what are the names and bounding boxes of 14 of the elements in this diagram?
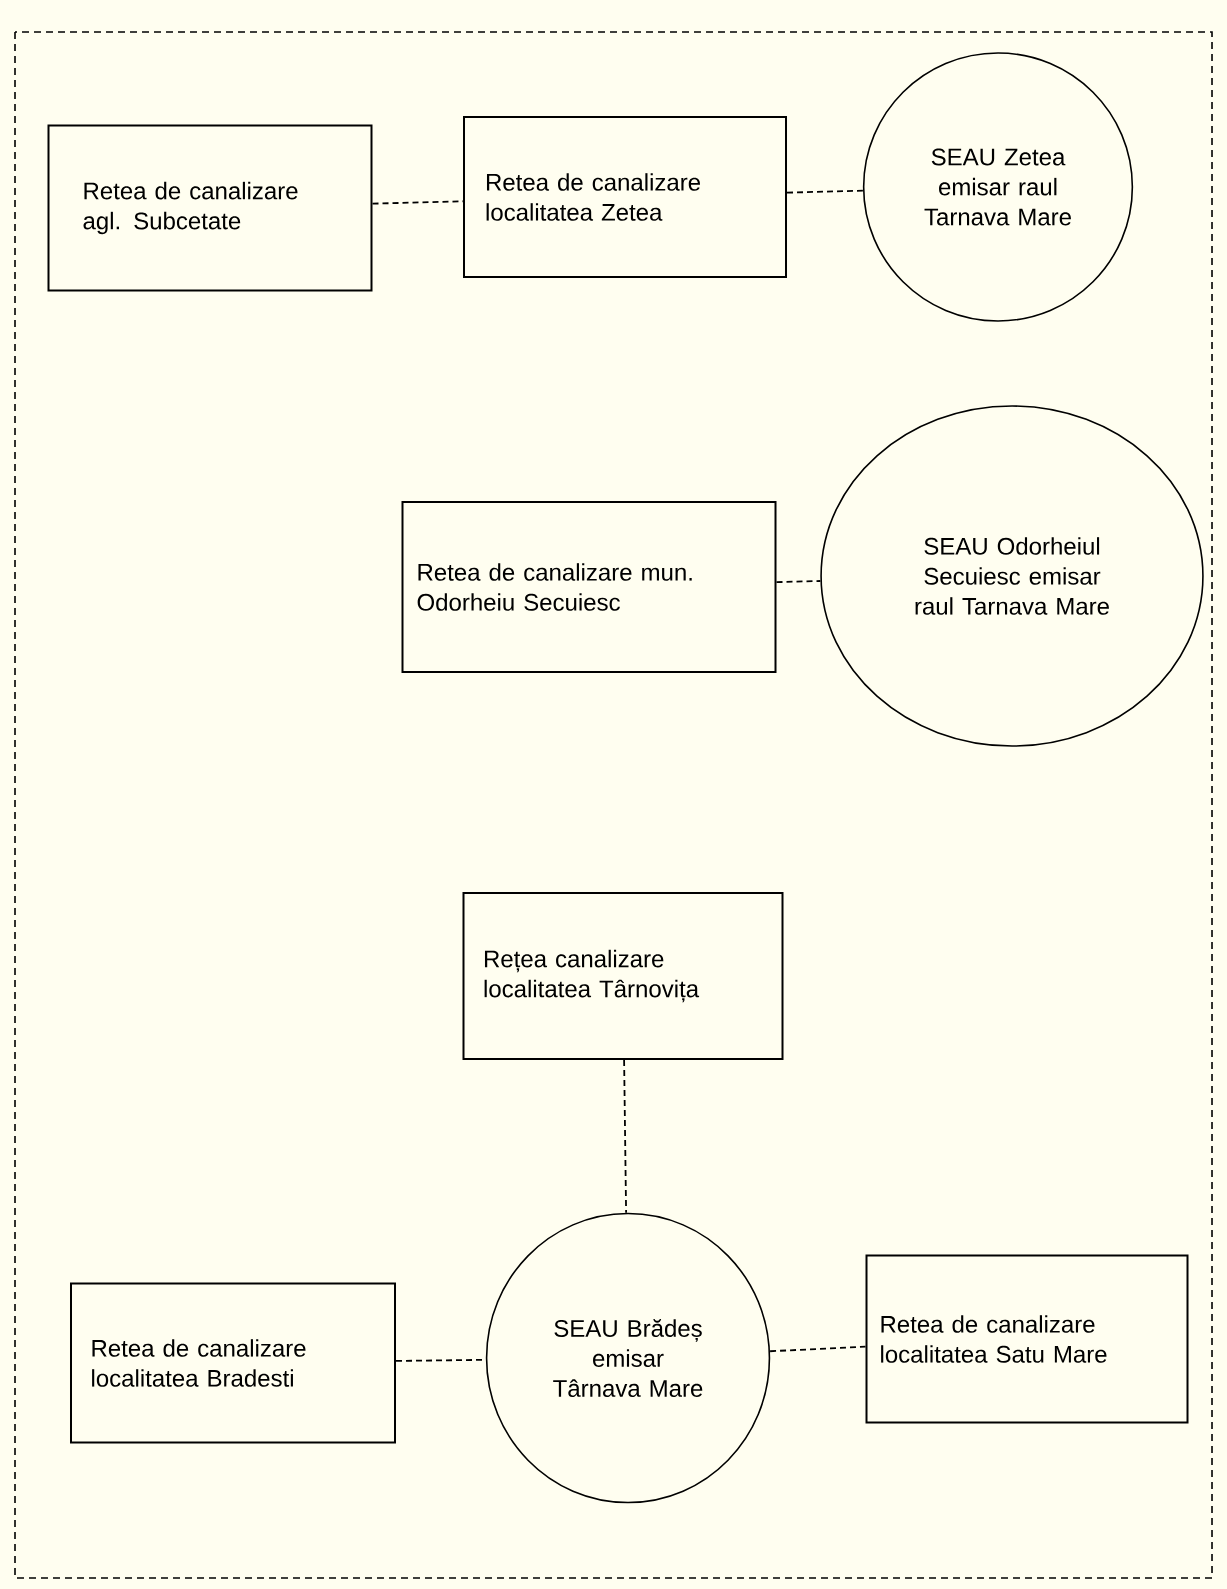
circle-node: SEAU Zetea emisar raul Tarnava Mare <box>862 52 1134 322</box>
circle-node: SEAU Odorheiul Secuiesc emisar raul Tarnava Mare <box>820 405 1204 747</box>
process-box: Retea de canalizare localitatea Bradesti <box>70 1282 396 1444</box>
process-box: Rețea canalizare localitatea Târnovița <box>462 892 784 1060</box>
connector-line <box>786 189 864 194</box>
process-box: Retea de canalizare localitatea Satu Mare <box>865 1254 1189 1424</box>
connector-line <box>775 580 822 584</box>
process-box: Retea de canalizare agl. Subcetate <box>47 124 373 292</box>
connector-line <box>769 1345 867 1353</box>
connector-line <box>623 1059 627 1214</box>
connector-line <box>371 200 464 205</box>
process-box: Retea de canalizare localitatea Zetea <box>463 116 787 278</box>
circle-node: SEAU Brădeș emisar Târnava Mare <box>485 1212 771 1504</box>
process-box: Retea de canalizare mun. Odorheiu Secuiesc <box>401 501 777 673</box>
